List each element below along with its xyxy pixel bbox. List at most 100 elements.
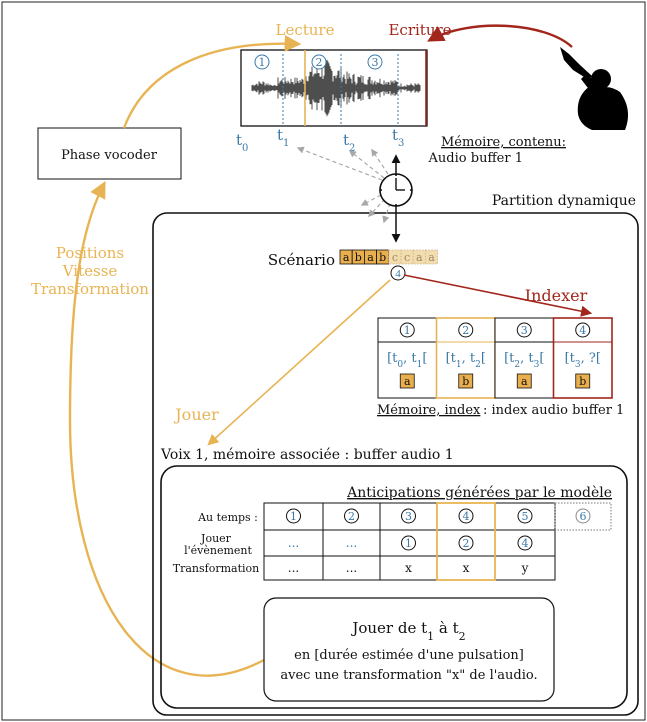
index-label: a	[521, 375, 528, 388]
index-number-marker	[399, 322, 415, 338]
index-audio-label: : index audio buffer 1	[483, 403, 624, 418]
antic-highlight-column	[436, 502, 496, 581]
scenario-cell-label: a	[416, 251, 423, 264]
segment-number: 2	[316, 56, 323, 69]
partition-title: Partition dynamique	[492, 193, 636, 209]
clock-dashed-arrow	[368, 198, 386, 218]
scenario-label: Scénario	[268, 251, 335, 269]
index-interval-part: [t	[446, 351, 457, 366]
antic-cell	[322, 529, 381, 557]
segment-number: 1	[259, 56, 266, 69]
index-interval-sub: 3	[575, 360, 581, 370]
index-label: b	[462, 375, 469, 388]
time-label-sub: 3	[398, 138, 404, 149]
index-number-marker	[516, 322, 532, 338]
index-interval-part: , t	[403, 351, 417, 366]
antic-event-marker	[517, 535, 533, 551]
scenario-position-number: 4	[395, 268, 401, 280]
time-label: t1	[277, 126, 289, 149]
index-label-cell	[399, 373, 415, 389]
scenario-cell-label: a	[367, 251, 374, 264]
index-label-cell	[458, 373, 474, 389]
time-label-main: t	[236, 131, 242, 149]
clock-dashed-arrow	[348, 150, 385, 179]
antic-event-marker	[401, 535, 416, 551]
index-number-marker	[575, 322, 591, 338]
scenario-cell	[424, 249, 438, 265]
index-number: 1	[404, 324, 411, 337]
index-interval-part: , ?	[581, 351, 596, 366]
positions-label: Positions	[56, 244, 124, 262]
index-interval-part: [t	[387, 351, 398, 366]
antic-time-marker	[344, 508, 359, 524]
index-label-cell	[516, 373, 532, 389]
antic-transform: ...	[346, 561, 357, 575]
antic-transform: x	[463, 561, 470, 575]
antic-transform: y	[521, 561, 529, 575]
note-line-1-sub: 1	[427, 630, 434, 643]
scenario-cell-label: c	[392, 251, 398, 264]
segment-marker	[254, 54, 270, 70]
jouer-arrow	[207, 279, 391, 446]
clock-dashed-arrow	[371, 148, 389, 175]
index-interval-sub: 0	[397, 360, 403, 370]
antic-time-number: 2	[348, 510, 355, 523]
audio-buffer-label: Audio buffer 1	[428, 151, 523, 166]
note-line-3: avec une transformation "x" de l'audio.	[280, 668, 537, 683]
index-interval-sub: 1	[417, 360, 423, 370]
antic-time-number: 6	[580, 510, 587, 523]
phase-vocoder-label: Phase vocoder	[61, 148, 158, 163]
antic-event: ...	[346, 536, 357, 550]
index-interval-sub: 3	[534, 360, 540, 370]
index-interval-part: , t	[462, 351, 476, 366]
antic-cell	[379, 502, 438, 531]
index-interval-sub: 2	[514, 360, 520, 370]
antic-cell	[322, 555, 381, 581]
clock-dashed-arrow	[382, 202, 391, 224]
index-interval: [t3, ?[	[565, 351, 601, 370]
voix-box	[160, 465, 628, 709]
antic-time-number: 5	[522, 510, 529, 523]
antic-row-label: Au temps :	[197, 511, 258, 524]
antic-event: 1	[405, 537, 412, 550]
index-interval-part: [	[481, 351, 486, 366]
jouer-label: Jouer	[173, 405, 219, 424]
index-interval-part: [	[539, 351, 544, 366]
antic-time-marker	[401, 508, 416, 524]
antic-row-label: Jouer	[200, 532, 232, 545]
scenario-cell-label: b	[355, 251, 362, 264]
antic-time-marker	[575, 508, 591, 524]
lecture-label: Lecture	[276, 21, 335, 39]
note-box	[263, 597, 555, 702]
antic-future-cell	[554, 502, 612, 531]
index-interval: [t0, t1[	[387, 351, 427, 370]
note-line-1-sub: 2	[459, 630, 466, 643]
indexer-arrow	[403, 274, 593, 317]
clock-dashed-arrow	[360, 194, 382, 206]
antic-transform: x	[405, 561, 412, 575]
index-number: 2	[462, 324, 469, 337]
clock-dashed-arrow	[296, 146, 383, 181]
time-label-sub: 1	[283, 138, 289, 149]
time-label: t2	[343, 131, 355, 154]
memoire-contenu-label: Mémoire, contenu:	[441, 135, 566, 150]
anticipations-label: Anticipations générées par le modèle	[346, 485, 612, 501]
indexer-label: Indexer	[525, 286, 588, 305]
index-interval-part: [t	[565, 351, 576, 366]
index-number: 4	[579, 324, 586, 337]
index-interval-part: [	[596, 351, 601, 366]
segment-marker	[367, 54, 383, 70]
time-label-sub: 2	[349, 143, 355, 154]
antic-time-marker	[458, 508, 474, 524]
segment-number: 3	[372, 56, 379, 69]
antic-event: ...	[288, 536, 299, 550]
index-interval-part: [t	[504, 351, 515, 366]
antic-cell	[494, 555, 556, 581]
index-number: 3	[521, 324, 528, 337]
antic-cell	[379, 555, 438, 581]
vitesse-label: Vitesse	[62, 262, 118, 280]
lecture-arrow	[122, 35, 302, 129]
